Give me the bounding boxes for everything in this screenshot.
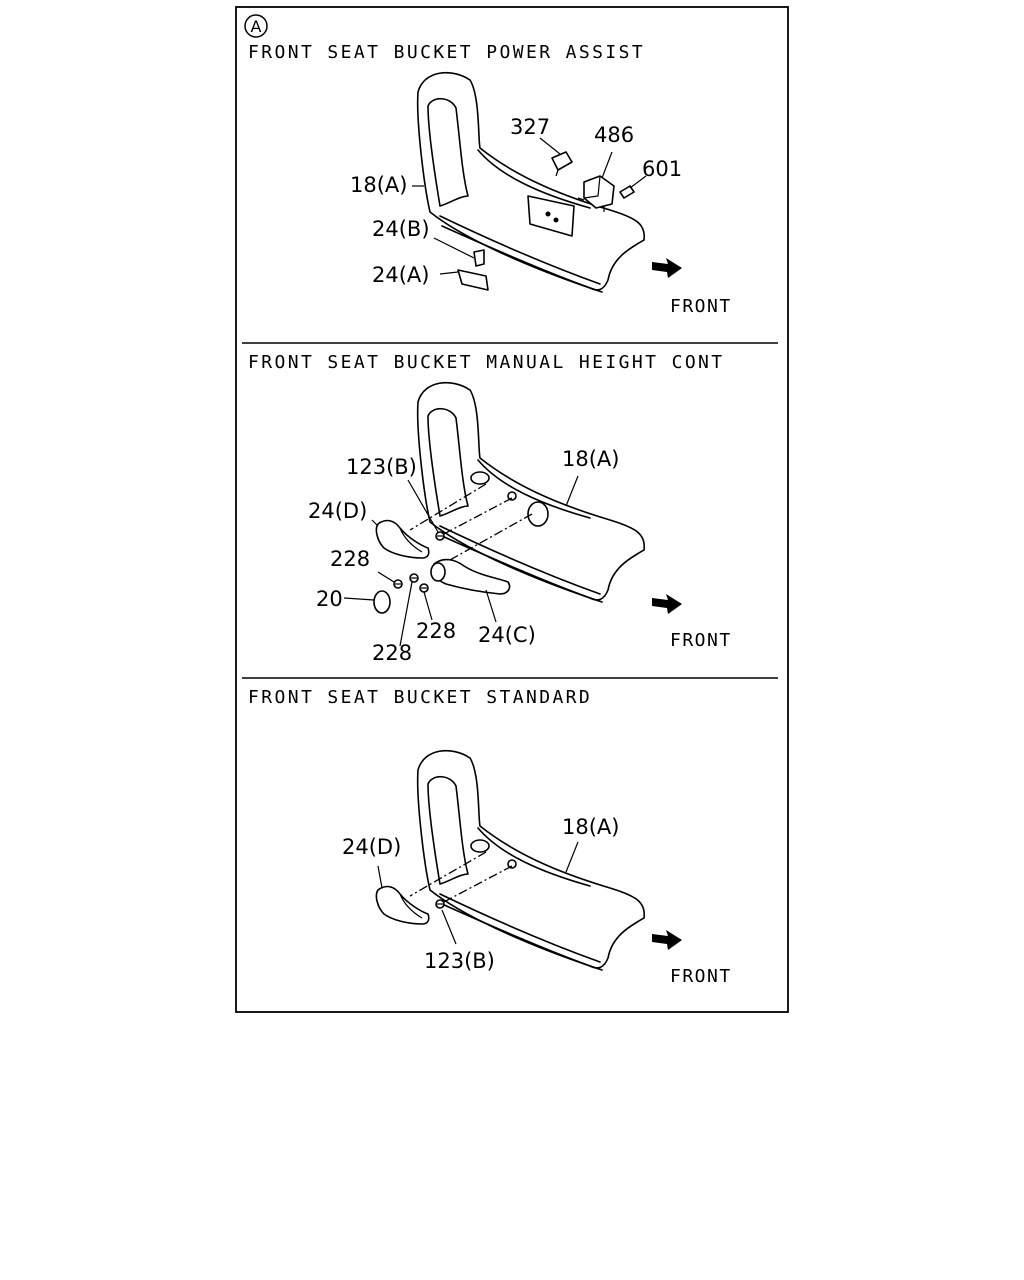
section-manual-height: FRONT SEAT BUCKET MANUAL HEIGHT CONT xyxy=(248,352,732,665)
label-20: 20 xyxy=(316,587,343,611)
label-123b: 123(B) xyxy=(346,455,417,479)
screw-228 xyxy=(409,573,419,583)
screw-228 xyxy=(393,579,403,589)
label-486: 486 xyxy=(594,123,634,147)
screw-123b xyxy=(435,531,445,541)
label-123b: 123(B) xyxy=(424,949,495,973)
cap-24b xyxy=(473,249,485,267)
diagram-frame xyxy=(235,6,789,1013)
label-24a: 24(A) xyxy=(372,263,429,287)
section-title-power-assist: FRONT SEAT BUCKET POWER ASSIST xyxy=(248,42,645,63)
lever-24a xyxy=(457,269,489,291)
switch-486 xyxy=(577,175,615,212)
label-327: 327 xyxy=(510,115,550,139)
front-label: FRONT xyxy=(670,630,732,651)
label-601: 601 xyxy=(642,157,682,181)
section-title-standard: FRONT SEAT BUCKET STANDARD xyxy=(248,687,592,708)
label-18a: 18(A) xyxy=(350,173,407,197)
switch-recess xyxy=(527,195,575,237)
seat-side-cover xyxy=(416,749,646,971)
section-standard: FRONT SEAT BUCKET STANDARD 18(A) 24(D) 1… xyxy=(248,687,732,987)
label-228: 228 xyxy=(372,641,412,665)
screw-123b xyxy=(435,899,445,909)
marker-letter: A xyxy=(251,17,262,36)
label-228: 228 xyxy=(330,547,370,571)
section-power-assist: FRONT SEAT BUCKET POWER ASSIST xyxy=(248,42,732,317)
lever-24d xyxy=(375,885,430,925)
front-label: FRONT xyxy=(670,296,732,317)
knob-20 xyxy=(373,590,391,614)
label-24d: 24(D) xyxy=(308,499,367,523)
clip-327 xyxy=(551,151,573,177)
label-18a: 18(A) xyxy=(562,815,619,839)
label-228: 228 xyxy=(416,619,456,643)
label-24b: 24(B) xyxy=(372,217,430,241)
label-24c: 24(C) xyxy=(478,623,536,647)
lever-24c xyxy=(430,558,511,595)
front-arrow-icon xyxy=(652,258,682,278)
label-18a: 18(A) xyxy=(562,447,619,471)
section-title-manual-height: FRONT SEAT BUCKET MANUAL HEIGHT CONT xyxy=(248,352,725,373)
front-arrow-icon xyxy=(652,594,682,614)
label-24d: 24(D) xyxy=(342,835,401,859)
screw-601 xyxy=(619,185,635,199)
front-arrow-icon xyxy=(652,930,682,950)
front-label: FRONT xyxy=(670,966,732,987)
lever-24d xyxy=(375,519,430,559)
screw-228 xyxy=(419,583,429,593)
section-marker: A xyxy=(244,14,268,38)
